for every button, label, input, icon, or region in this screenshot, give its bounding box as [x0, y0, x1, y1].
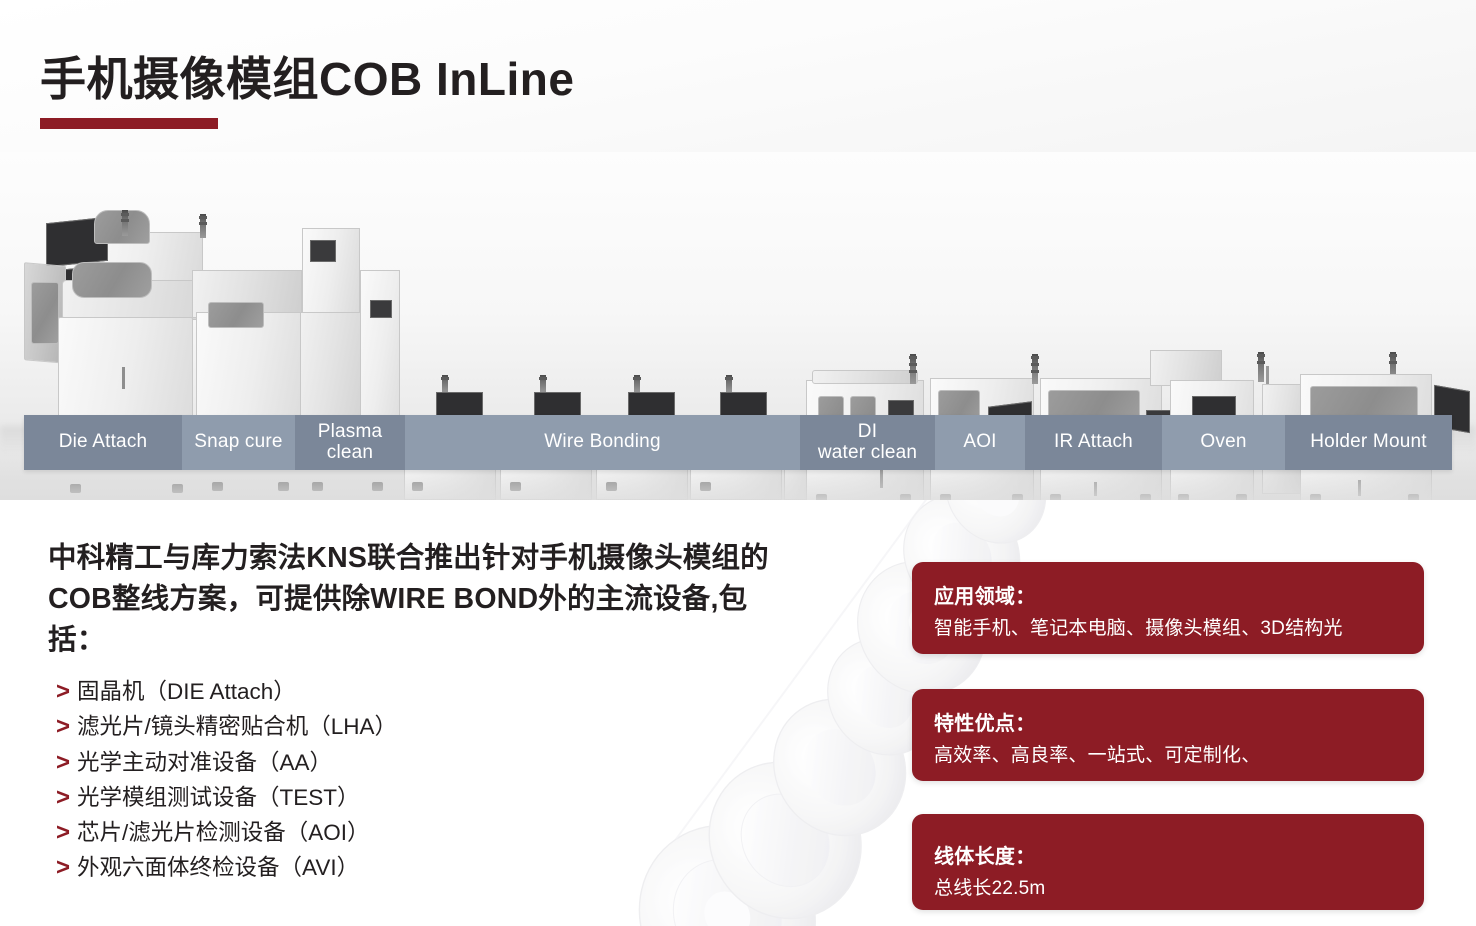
- process-step-3[interactable]: Wire Bonding: [405, 415, 800, 470]
- card-body: 智能手机、笔记本电脑、摄像头模组、3D结构光: [934, 618, 1343, 639]
- card-title: 应用领域：: [934, 586, 1036, 608]
- equipment-list-item: >滤光片/镜头精密贴合机（LHA）: [56, 713, 756, 742]
- signal-tower: [539, 375, 547, 393]
- chevron-right-icon: >: [56, 713, 71, 741]
- process-step-4[interactable]: DI water clean: [800, 415, 935, 470]
- caster-wheel: [278, 482, 289, 491]
- viewing-window: [72, 262, 152, 298]
- caster-wheel: [412, 482, 423, 491]
- process-step-8[interactable]: Holder Mount: [1285, 415, 1452, 470]
- process-step-label: IR Attach: [1054, 431, 1133, 453]
- process-step-6[interactable]: IR Attach: [1025, 415, 1162, 470]
- cabinet-handle: [880, 470, 883, 488]
- signal-tower: [633, 375, 641, 393]
- process-step-label: AOI: [963, 431, 997, 453]
- process-step-bar: Die Attach Snap cure Plasma clean Wire Bond…: [24, 415, 1452, 470]
- cabinet-handle: [122, 367, 125, 389]
- caster-wheel: [606, 482, 617, 491]
- chevron-right-icon: >: [56, 748, 71, 776]
- control-screen: [370, 300, 392, 318]
- caster-wheel: [172, 484, 183, 493]
- info-card-line-length: 线体长度： 总线长22.5m: [912, 814, 1424, 910]
- chevron-right-icon: >: [56, 819, 71, 847]
- caster-wheel: [700, 482, 711, 491]
- cabinet-handle: [1094, 482, 1097, 496]
- page-title: 手机摄像模组COB InLine: [40, 53, 575, 105]
- intro-paragraph: 中科精工与库力索法KNS联合推出针对手机摄像头模组的COB整线方案，可提供除WI…: [48, 542, 769, 657]
- caster-wheel: [70, 484, 81, 493]
- signal-tower: [725, 375, 733, 393]
- control-screen: [310, 240, 336, 262]
- chevron-right-icon: >: [56, 854, 71, 882]
- equipment-list-item-label: 光学主动对准设备（AA）: [77, 749, 333, 775]
- equipment-list-item: >外观六面体终检设备（AVI）: [56, 854, 756, 883]
- card-title: 特性优点：: [934, 713, 1036, 735]
- equipment-list-item-label: 光学模组测试设备（TEST）: [77, 784, 360, 810]
- caster-wheel: [372, 482, 383, 491]
- lower-content: 中科精工与库力索法KNS联合推出针对手机摄像头模组的COB整线方案，可提供除WI…: [0, 500, 1476, 926]
- equipment-list-item-label: 滤光片/镜头精密贴合机（LHA）: [77, 714, 398, 740]
- equipment-list-item: >光学主动对准设备（AA）: [56, 749, 756, 778]
- title-zone: 手机摄像模组COB InLine: [0, 0, 1476, 152]
- caster-wheel: [212, 482, 223, 491]
- signal-tower: [909, 354, 917, 384]
- signal-tower: [1031, 354, 1039, 384]
- process-step-label: Oven: [1200, 431, 1247, 453]
- signal-tower: [441, 375, 449, 393]
- equipment-list-item-label: 外观六面体终检设备（AVI）: [77, 855, 360, 881]
- signal-tower: [199, 214, 207, 238]
- viewing-window: [31, 282, 59, 344]
- card-body: 高效率、高良率、一站式、可定制化、: [934, 745, 1261, 766]
- title-underline-rule: [40, 118, 218, 129]
- process-step-5[interactable]: AOI: [935, 415, 1025, 470]
- process-step-label: Holder Mount: [1310, 431, 1427, 453]
- process-step-0[interactable]: Die Attach: [24, 415, 182, 470]
- caster-wheel: [312, 482, 323, 491]
- card-title: 线体长度：: [934, 846, 1036, 868]
- caster-wheel: [510, 482, 521, 491]
- signal-tower: [1389, 352, 1397, 382]
- equipment-list-item: >芯片/滤光片检测设备（AOI）: [56, 819, 756, 848]
- process-step-label: Die Attach: [58, 431, 148, 453]
- equipment-list: >固晶机（DIE Attach）>滤光片/镜头精密贴合机（LHA）>光学主动对准…: [56, 678, 756, 890]
- info-card-application: 应用领域： 智能手机、笔记本电脑、摄像头模组、3D结构光: [912, 562, 1424, 654]
- card-body: 总线长22.5m: [934, 878, 1046, 899]
- process-step-1[interactable]: Snap cure: [182, 415, 295, 470]
- equipment-list-item-label: 芯片/滤光片检测设备（AOI）: [77, 820, 370, 846]
- process-step-2[interactable]: Plasma clean: [295, 415, 405, 470]
- process-step-label: Snap cure: [194, 431, 283, 453]
- cabinet-handle: [1358, 480, 1361, 496]
- viewing-window: [208, 302, 264, 328]
- chevron-right-icon: >: [56, 783, 71, 811]
- info-card-features: 特性优点： 高效率、高良率、一站式、可定制化、: [912, 689, 1424, 781]
- equipment-list-item-label: 固晶机（DIE Attach）: [77, 679, 296, 704]
- machine-top-cover: [812, 370, 918, 384]
- equipment-list-item: >固晶机（DIE Attach）: [56, 678, 756, 707]
- equipment-list-item: >光学模组测试设备（TEST）: [56, 784, 756, 813]
- process-step-label: Plasma clean: [317, 420, 383, 463]
- signal-tower: [1257, 352, 1265, 382]
- signal-tower: [121, 210, 129, 236]
- chevron-right-icon: >: [56, 678, 71, 705]
- process-step-label: Wire Bonding: [544, 431, 661, 453]
- process-step-label: DI water clean: [817, 420, 918, 463]
- process-step-7[interactable]: Oven: [1162, 415, 1285, 470]
